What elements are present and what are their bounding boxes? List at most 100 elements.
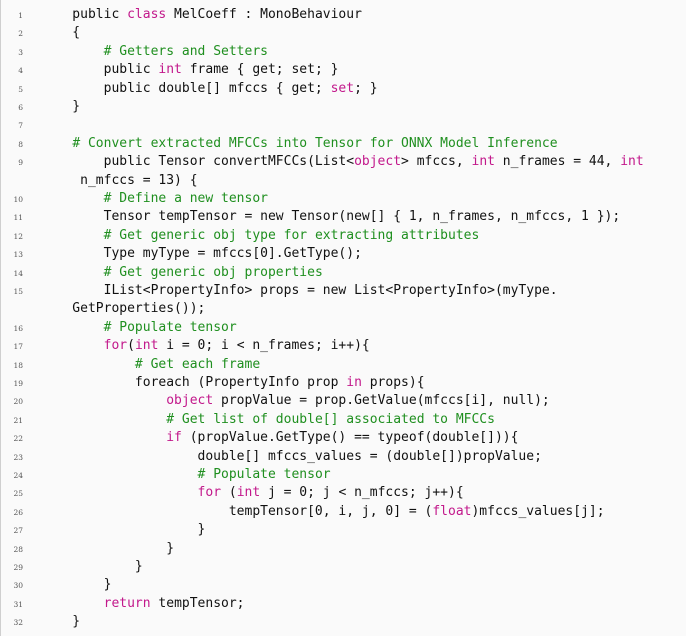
keyword-token: in bbox=[346, 375, 362, 390]
line-number: 19 bbox=[13, 379, 23, 388]
code-text: } bbox=[41, 521, 206, 539]
comment-token: # Convert extracted MFCCs into Tensor fo… bbox=[72, 135, 558, 151]
code-token: public double[] mfccs { get; bbox=[41, 80, 331, 96]
comment-token: # Define a new tensor bbox=[103, 191, 268, 206]
code-token: tempTensor; bbox=[150, 595, 245, 611]
code-token: tempTensor[0, i, j, 0] = ( bbox=[41, 503, 433, 519]
code-line: 18 # Get each frame bbox=[1, 356, 686, 374]
line-number: 9 bbox=[18, 158, 23, 168]
code-token bbox=[41, 412, 166, 427]
line-number: 3 bbox=[18, 47, 23, 57]
code-line: 22 if (propValue.GetType() == typeof(dou… bbox=[1, 429, 686, 447]
comment-token: # Get list of double[] associated to MFC… bbox=[166, 411, 495, 427]
line-number: 30 bbox=[13, 581, 23, 591]
code-token: foreach (PropertyInfo prop bbox=[41, 375, 347, 390]
code-line: 12 # Get generic obj type for extracting… bbox=[1, 227, 686, 245]
code-text: double[] mfccs_values = (double[])propVa… bbox=[41, 448, 542, 466]
keyword-token: int bbox=[236, 485, 261, 501]
comment-token: # Get each frame bbox=[134, 356, 261, 372]
keyword-token: set bbox=[330, 80, 355, 96]
code-token: j = 0; j < n_mfccs; j++){ bbox=[260, 485, 464, 501]
comment-token: # Get generic obj type for extracting at… bbox=[103, 227, 480, 243]
code-token: GetProperties()); bbox=[41, 301, 206, 317]
code-token: double[] mfccs_values = (double[])propVa… bbox=[41, 448, 542, 464]
code-token bbox=[41, 338, 104, 353]
code-token: (propValue.GetType() == typeof(double[])… bbox=[181, 430, 519, 446]
code-line: 30 } bbox=[1, 576, 686, 594]
code-text: foreach (PropertyInfo prop in props){ bbox=[41, 374, 425, 392]
line-number: 10 bbox=[13, 195, 23, 204]
keyword-token: class bbox=[127, 7, 167, 22]
line-number: 31 bbox=[13, 599, 23, 609]
code-text: # Define a new tensor bbox=[41, 190, 268, 208]
code-text: tempTensor[0, i, j, 0] = (float)mfccs_va… bbox=[41, 503, 605, 521]
code-line: 9 public Tensor convertMFCCs(List<object… bbox=[1, 153, 686, 171]
line-number: 32 bbox=[13, 618, 23, 628]
code-text: } bbox=[41, 613, 80, 631]
code-token: } bbox=[41, 559, 143, 574]
code-token bbox=[41, 485, 198, 500]
code-token: } bbox=[41, 522, 206, 538]
code-text: # Get list of double[] associated to MFC… bbox=[41, 411, 495, 429]
keyword-token: object bbox=[354, 154, 402, 170]
code-token bbox=[41, 265, 104, 280]
code-token bbox=[41, 596, 104, 611]
code-line: 6 } bbox=[1, 98, 686, 116]
code-line: 15 IList<PropertyInfo> props = new List<… bbox=[1, 282, 686, 300]
code-line: 29 } bbox=[1, 558, 686, 576]
code-token: } bbox=[41, 540, 175, 556]
code-text: # Get generic obj type for extracting at… bbox=[41, 227, 480, 245]
code-token: } bbox=[41, 614, 81, 630]
code-token: { bbox=[41, 25, 81, 41]
code-token: i = 0; i < n_frames; i++){ bbox=[158, 338, 370, 354]
code-token: public bbox=[41, 7, 128, 22]
code-text: public Tensor convertMFCCs(List<object> … bbox=[41, 153, 644, 171]
line-number: 22 bbox=[13, 434, 23, 444]
line-number: 27 bbox=[13, 526, 23, 536]
code-token bbox=[41, 191, 104, 206]
code-line: 24 # Populate tensor bbox=[1, 466, 686, 484]
code-token: n_mfccs = 13) { bbox=[41, 172, 198, 188]
line-number: 21 bbox=[13, 415, 23, 425]
code-token: propValue = prop.GetValue(mfccs[i], null… bbox=[213, 393, 550, 409]
code-text: # Get each frame bbox=[41, 356, 260, 374]
code-line: 13 Type myType = mfccs[0].GetType(); bbox=[1, 245, 686, 263]
code-text: public int frame { get; set; } bbox=[41, 61, 339, 79]
line-number: 11 bbox=[13, 213, 23, 223]
line-number: 18 bbox=[13, 360, 23, 370]
code-text: } bbox=[41, 576, 112, 594]
keyword-token: for bbox=[103, 338, 128, 354]
code-line: 7 bbox=[1, 116, 686, 134]
code-token: MelCoeff : MonoBehaviour bbox=[166, 7, 362, 22]
code-line: 3 # Getters and Setters bbox=[1, 43, 686, 61]
code-line: 17 for(int i = 0; i < n_frames; i++){ bbox=[1, 337, 686, 355]
line-number: 20 bbox=[13, 397, 23, 407]
line-number: 1 bbox=[18, 11, 23, 20]
code-token: Tensor tempTensor = new Tensor(new[] { 1… bbox=[41, 209, 621, 225]
code-token: frame { get; set; } bbox=[181, 62, 339, 78]
keyword-token: int bbox=[158, 62, 182, 78]
code-text: object propValue = prop.GetValue(mfccs[i… bbox=[41, 392, 550, 410]
code-token bbox=[41, 467, 198, 482]
code-token bbox=[41, 136, 72, 151]
line-number: 13 bbox=[13, 250, 23, 260]
keyword-token: int bbox=[471, 154, 495, 170]
code-text: return tempTensor; bbox=[41, 595, 245, 613]
keyword-token: int bbox=[134, 338, 159, 354]
code-text: # Getters and Setters bbox=[41, 43, 268, 61]
code-line: 27 } bbox=[1, 521, 686, 539]
code-text: # Populate tensor bbox=[41, 319, 237, 337]
code-line: 20 object propValue = prop.GetValue(mfcc… bbox=[1, 392, 686, 410]
line-number: 2 bbox=[18, 29, 23, 39]
code-text: # Get generic obj properties bbox=[41, 264, 323, 282]
code-line: 8 # Convert extracted MFCCs into Tensor … bbox=[1, 135, 686, 153]
code-line: 11 Tensor tempTensor = new Tensor(new[] … bbox=[1, 208, 686, 226]
code-text: # Convert extracted MFCCs into Tensor fo… bbox=[41, 135, 558, 153]
code-token: } bbox=[41, 99, 81, 114]
line-number: 6 bbox=[18, 103, 23, 112]
code-token: ( bbox=[127, 338, 135, 354]
code-token: Type myType = mfccs[0].GetType(); bbox=[41, 246, 362, 262]
code-token: ; } bbox=[354, 80, 378, 96]
comment-token: # Get generic obj properties bbox=[103, 264, 323, 280]
code-text: public class MelCoeff : MonoBehaviour bbox=[41, 6, 362, 24]
